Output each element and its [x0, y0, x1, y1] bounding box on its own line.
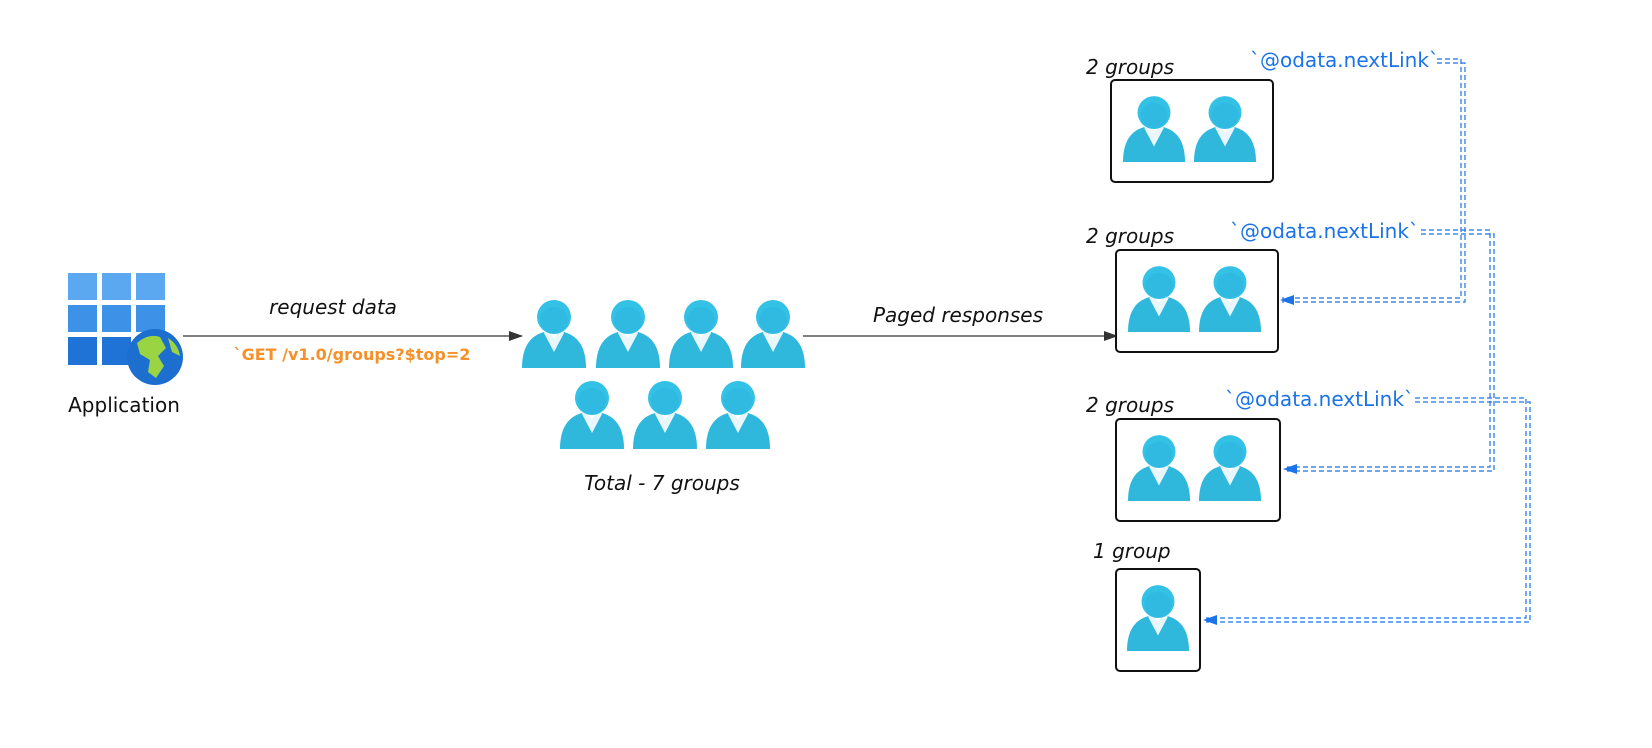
page-2-next-link: `@odata.nextLink`	[1230, 219, 1419, 243]
total-groups-label: Total - 7 groups	[584, 471, 740, 495]
page-4-label: 1 group	[1093, 539, 1171, 563]
next-link-connector-3	[1206, 397, 1531, 623]
page-2-box	[1115, 249, 1279, 353]
page-3-box	[1115, 418, 1281, 522]
group-icon	[596, 300, 660, 368]
globe-icon	[127, 329, 183, 385]
page-4-box	[1115, 568, 1201, 672]
request-label: request data	[269, 295, 397, 319]
page-2-label: 2 groups	[1086, 224, 1174, 248]
page-3-next-link: `@odata.nextLink`	[1225, 387, 1414, 411]
application-icon	[68, 273, 183, 385]
next-link-connector-1	[1282, 58, 1466, 303]
request-query: `GET /v1.0/groups?$top=2	[234, 345, 471, 364]
page-1-label: 2 groups	[1086, 55, 1174, 79]
next-link-arrowhead-1	[1280, 295, 1294, 305]
group-collection	[522, 300, 805, 449]
page-1-box	[1110, 79, 1274, 183]
next-link-connector-2	[1285, 229, 1495, 472]
page-3-label: 2 groups	[1086, 393, 1174, 417]
group-icon	[560, 381, 624, 449]
group-icon	[706, 381, 770, 449]
group-icon	[741, 300, 805, 368]
page-1-next-link: `@odata.nextLink`	[1250, 48, 1439, 72]
application-label: Application	[68, 393, 180, 417]
group-icon	[633, 381, 697, 449]
paged-label: Paged responses	[873, 303, 1043, 327]
next-link-arrowhead-3	[1203, 615, 1217, 625]
group-icon	[522, 300, 586, 368]
group-icon	[669, 300, 733, 368]
next-link-arrowhead-2	[1283, 464, 1297, 474]
